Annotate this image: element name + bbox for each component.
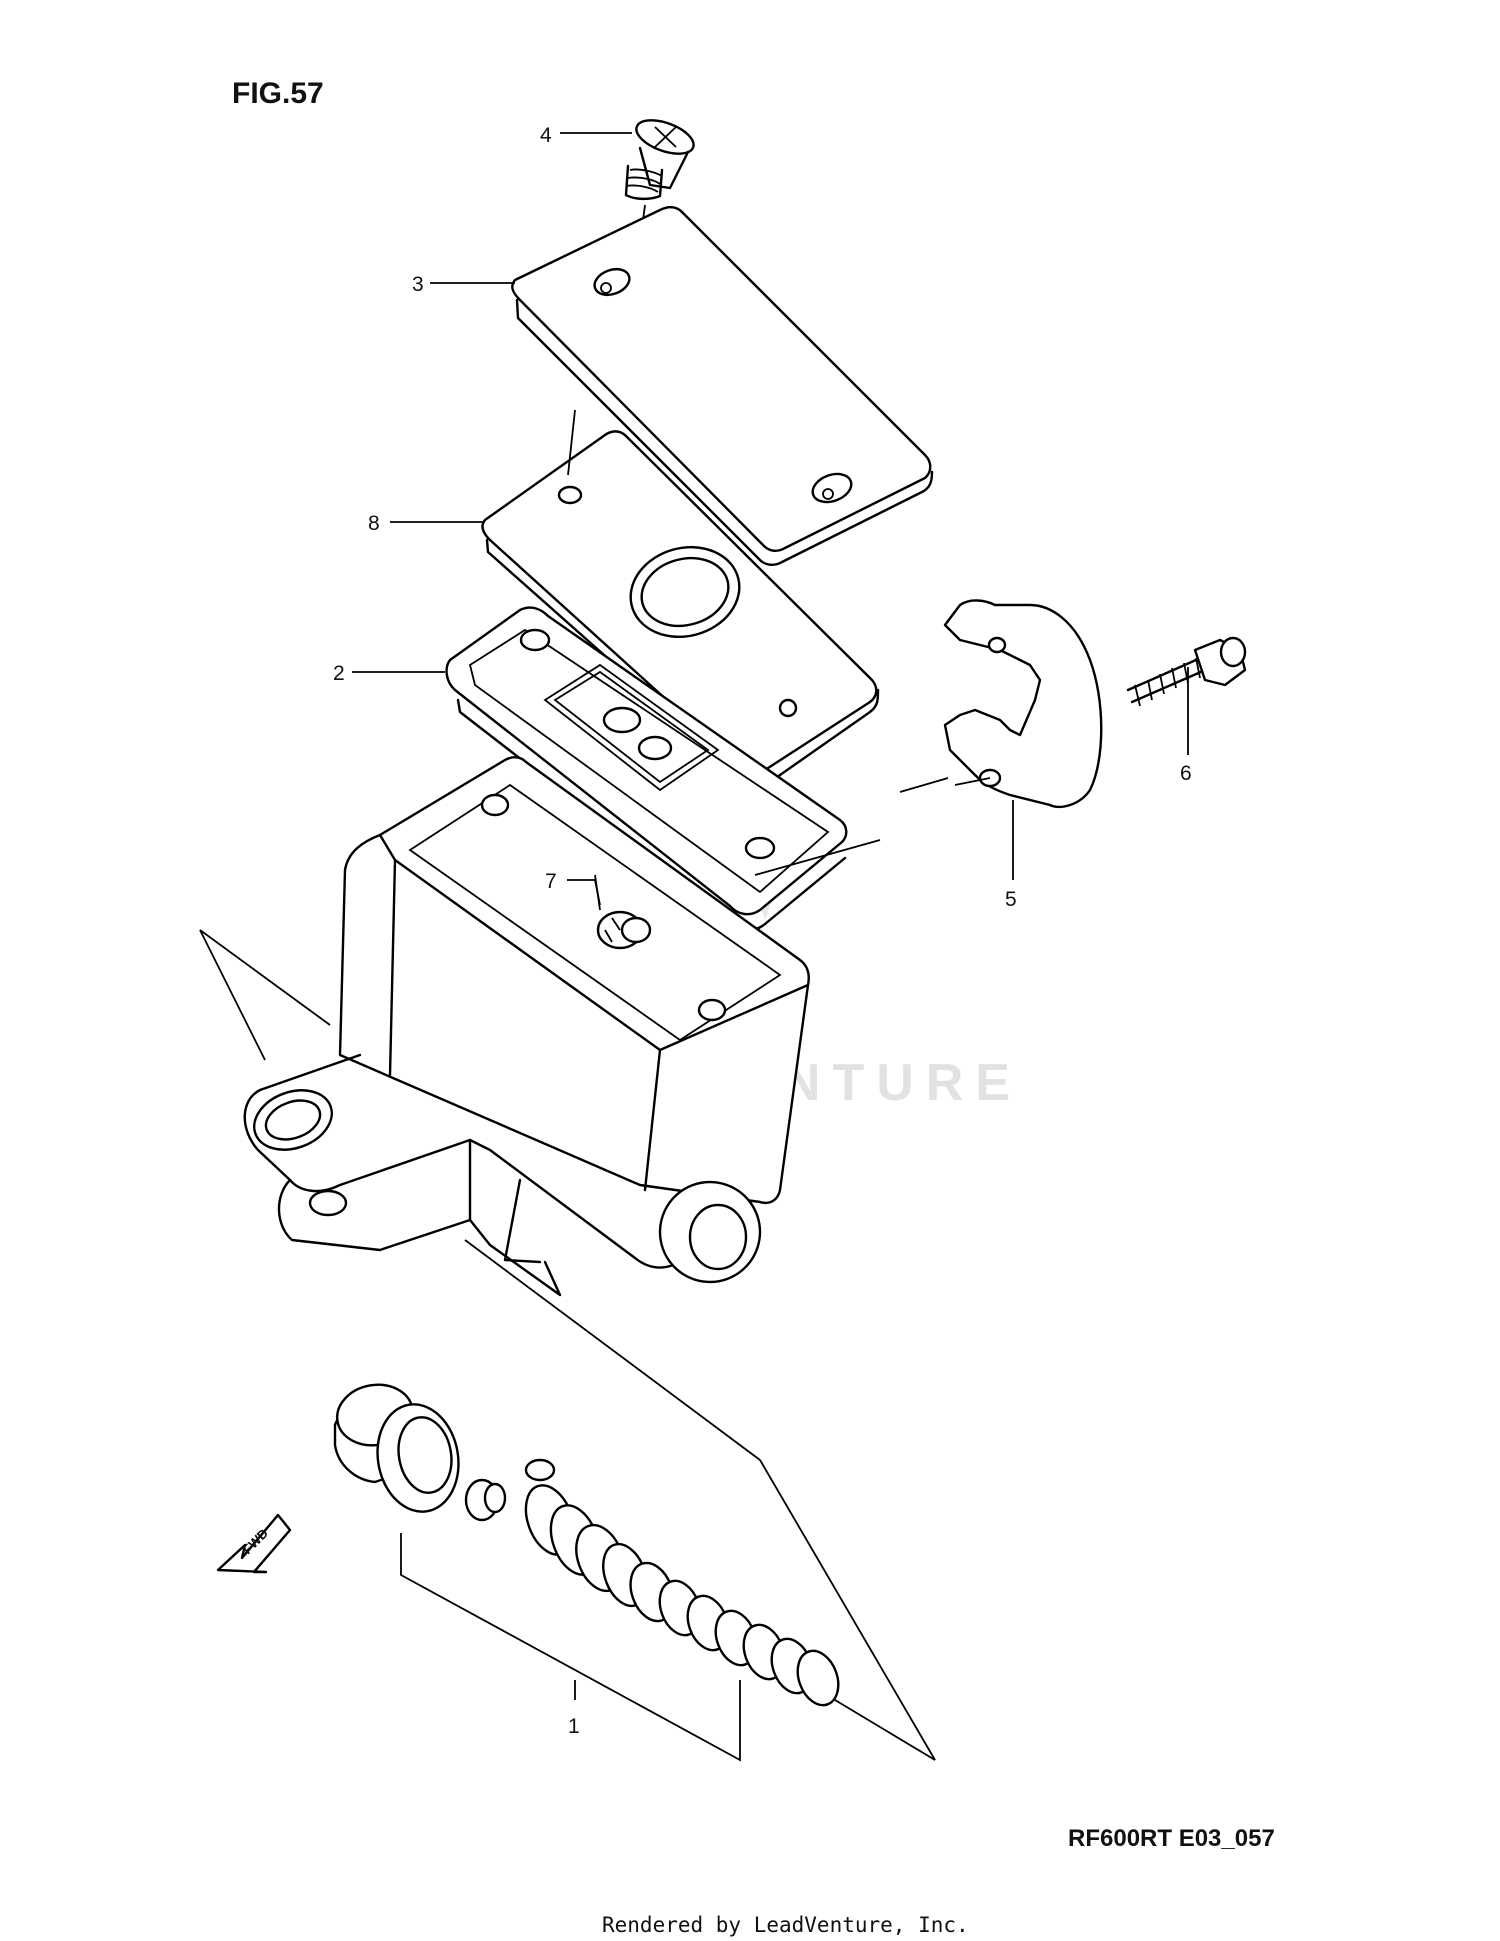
part-3-cap <box>511 206 934 566</box>
fwd-arrow-icon: FWD <box>216 1513 292 1574</box>
part-6-bolt <box>1126 636 1247 707</box>
callout-2: 2 <box>333 662 345 685</box>
callout-3: 3 <box>412 273 424 296</box>
part-5-clamp <box>943 599 1103 809</box>
callout-leaders <box>352 132 1189 1762</box>
master-cylinder-body <box>243 756 810 1297</box>
callout-8: 8 <box>368 512 380 535</box>
part-4-screw <box>624 119 695 229</box>
callout-7: 7 <box>545 870 557 893</box>
callout-5: 5 <box>1005 888 1017 911</box>
callout-1: 1 <box>568 1715 580 1738</box>
diagram-code: RF600RT E03_057 <box>1068 1825 1275 1852</box>
part-7-screw <box>594 874 652 950</box>
part-1-piston-kit <box>333 1383 840 1707</box>
figure-label: FIG.57 <box>232 77 324 110</box>
callout-6: 6 <box>1180 762 1192 785</box>
guide-lines <box>199 777 991 1761</box>
rendered-by-footer: Rendered by LeadVenture, Inc. <box>602 1913 969 1937</box>
callout-4: 4 <box>540 124 552 147</box>
